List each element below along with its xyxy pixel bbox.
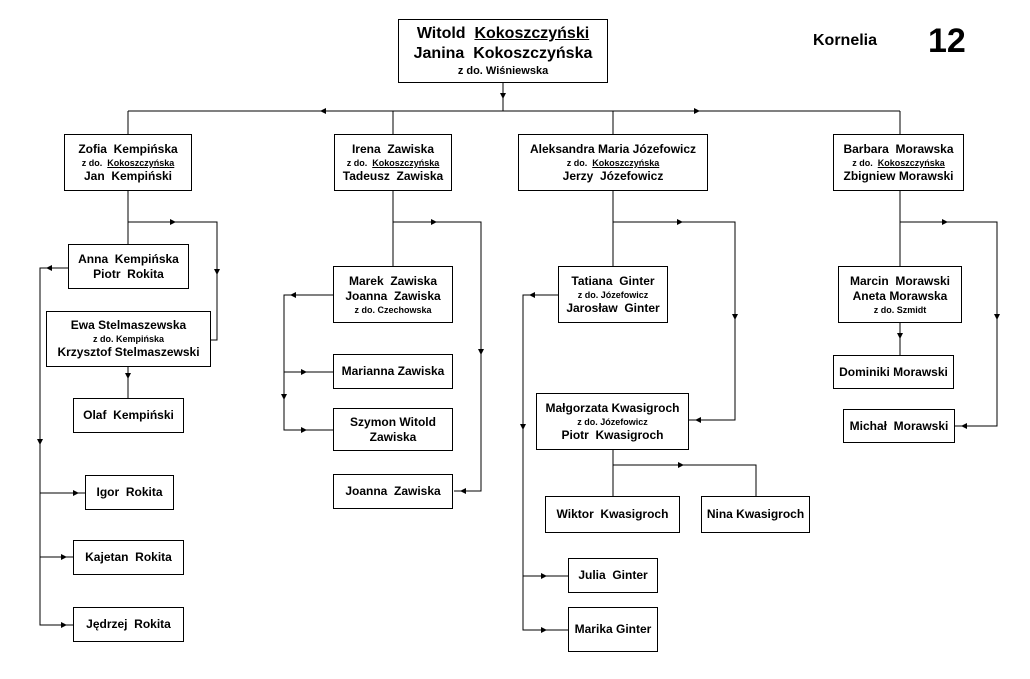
tatiana-line2: z do. Józefowicz [577,289,649,300]
connector-paths [39,83,998,631]
zofia-maiden-name: Kokoszczyńska [107,157,175,168]
person-kajetan-box: Kajetan Rokita [73,540,184,575]
kajetan-line1: Kajetan Rokita [85,550,172,564]
person-malgorzata-box: Małgorzata Kwasigroch z do. Józefowicz P… [536,393,689,450]
dominiki-line1: Dominiki Morawski [839,364,948,379]
tatiana-line3: Jarosław Ginter [566,300,660,315]
family-aleksandra-box: Aleksandra Maria Józefowicz z do. Kokosz… [518,134,708,191]
irena-line3: Tadeusz Zawiska [342,168,444,183]
person-wiktor-box: Wiktor Kwasigroch [545,496,680,533]
person-joanna-box: Joanna Zawiska [333,474,453,509]
barbara-line3: Zbigniew Morawski [843,168,954,183]
person-igor-box: Igor Rokita [85,475,174,510]
aleksandra-line3: Jerzy Józefowicz [562,168,664,183]
person-marek-box: Marek Zawiska Joanna Zawiska z do. Czech… [333,266,453,323]
julia-line1: Julia Ginter [578,568,648,582]
person-ewa-box: Ewa Stelmaszewska z do. Kempińska Krzysz… [46,311,211,367]
ewa-line3: Krzysztof Stelmaszewski [57,345,200,359]
olaf-line1: Olaf Kempiński [83,408,174,422]
person-szymon-box: Szymon Witold Zawiska [333,408,453,451]
family-zofia-box: Zofia Kempińska z do. Kokoszczyńska Jan … [64,134,192,191]
marek-line1: Marek Zawiska [348,273,438,288]
joanna-line1: Joanna Zawiska [345,484,441,498]
irena-maiden: z do. Kokoszczyńska [347,157,440,169]
aleksandra-maiden: z do. Kokoszczyńska [567,157,660,169]
tatiana-line1: Tatiana Ginter [571,273,655,288]
irena-maiden-name: Kokoszczyńska [372,157,440,168]
anna-line2: Piotr Rokita [93,266,164,281]
root-surname: Kokoszczyński [474,25,590,42]
person-julia-box: Julia Ginter [568,558,658,593]
szymon-line1: Szymon Witold [350,414,436,429]
zofia-maiden: z do. Kokoszczyńska [82,157,175,169]
zofia-maiden-prefix: z do. [81,157,103,168]
aleksandra-line1: Aleksandra Maria Józefowicz [529,141,697,156]
marcin-line3: z do. Szmidt [873,304,927,315]
nina-line1: Nina Kwasigroch [706,507,805,521]
malgorzata-line2: z do. Józefowicz [577,416,648,427]
person-marianna-box: Marianna Zawiska [333,354,453,389]
root-couple-box: Witold Kokoszczyński Janina Kokoszczyńsk… [398,19,608,83]
root-given: Witold [416,25,466,42]
root-line2: Janina Kokoszczyńska [413,45,593,62]
root-line3: z do. Wiśniewska [457,65,549,77]
family-irena-box: Irena Zawiska z do. Kokoszczyńska Tadeus… [334,134,452,191]
root-line1: Witold Kokoszczyński [417,24,589,44]
page-number: 12 [928,22,966,60]
anna-line1: Anna Kempińska [78,251,179,266]
person-marcin-box: Marcin Morawski Aneta Morawska z do. Szm… [838,266,962,323]
barbara-maiden-name: Kokoszczyńska [877,157,945,168]
person-olaf-box: Olaf Kempiński [73,398,184,433]
person-anna-box: Anna Kempińska Piotr Rokita [68,244,189,289]
ewa-line2: z do. Kempińska [92,334,164,344]
michal-line1: Michał Morawski [849,418,949,433]
malgorzata-line3: Piotr Kwasigroch [561,427,664,442]
irena-line1: Irena Zawiska [351,141,435,156]
person-jedrzej-box: Jędrzej Rokita [73,607,184,642]
irena-maiden-prefix: z do. [346,157,368,168]
marek-line3: z do. Czechowska [354,304,432,315]
connector-arrowheads [37,93,1000,633]
igor-line1: Igor Rokita [96,485,163,499]
person-marika-box: Marika Ginter [568,607,658,652]
person-dominiki-box: Dominiki Morawski [833,355,954,389]
marcin-line1: Marcin Morawski [849,273,951,288]
szymon-line2: Zawiska [369,429,417,444]
barbara-maiden: z do. Kokoszczyńska [852,157,945,169]
barbara-line1: Barbara Morawska [843,141,954,156]
marika-line1: Marika Ginter [574,622,652,636]
marcin-line2: Aneta Morawska [852,288,948,303]
person-nina-box: Nina Kwasigroch [701,496,810,533]
wiktor-line1: Wiktor Kwasigroch [556,507,669,521]
jedrzej-line1: Jędrzej Rokita [86,617,171,631]
barbara-maiden-prefix: z do. [852,157,873,168]
aleksandra-maiden-name: Kokoszczyńska [592,157,660,168]
malgorzata-line1: Małgorzata Kwasigroch [545,400,680,415]
ewa-line1: Ewa Stelmaszewska [70,318,187,332]
zofia-line3: Jan Kempiński [83,168,173,183]
family-barbara-box: Barbara Morawska z do. Kokoszczyńska Zbi… [833,134,964,191]
marianna-line1: Marianna Zawiska [341,364,445,378]
person-tatiana-box: Tatiana Ginter z do. Józefowicz Jarosław… [558,266,668,323]
aleksandra-maiden-prefix: z do. [566,157,588,168]
marek-line2: Joanna Zawiska [345,288,441,303]
person-michal-box: Michał Morawski [843,409,955,443]
zofia-line1: Zofia Kempińska [78,141,178,156]
header-label: Kornelia [813,32,878,49]
